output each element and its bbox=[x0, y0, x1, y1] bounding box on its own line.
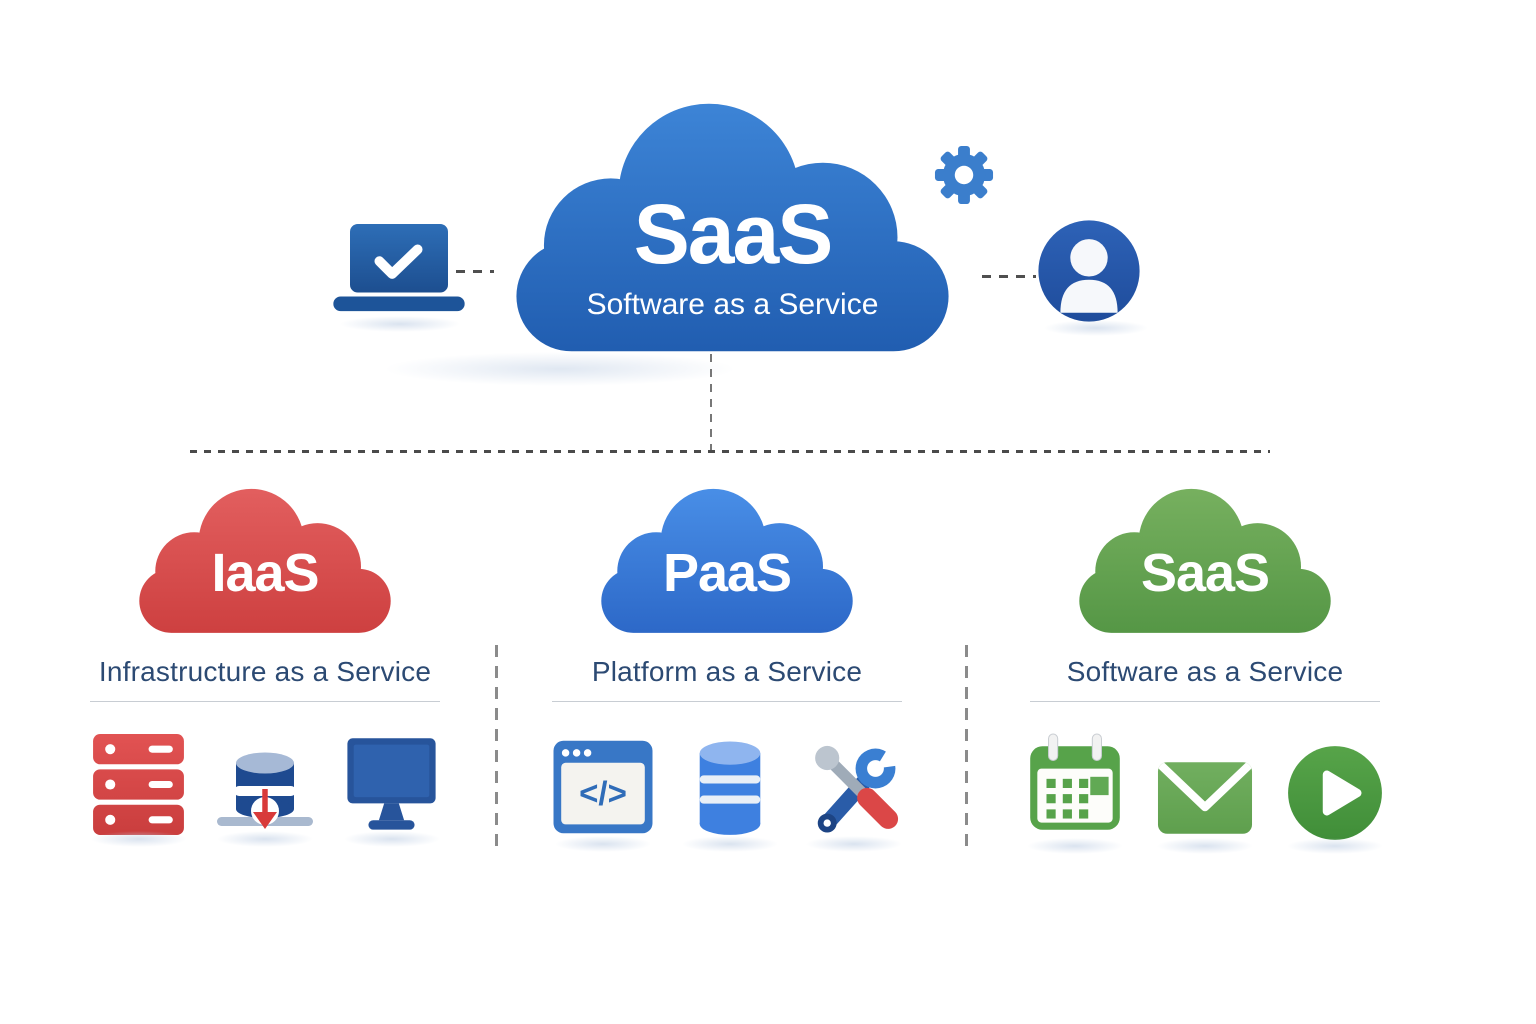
icon-cell bbox=[1024, 732, 1126, 854]
icon-cell bbox=[86, 732, 191, 847]
icon-cell bbox=[802, 737, 907, 852]
desktop-monitor-icon bbox=[347, 738, 436, 830]
icon-cell bbox=[681, 737, 778, 852]
code-glyph: </> bbox=[579, 775, 627, 812]
icon-cell bbox=[215, 737, 315, 847]
separator-iaas-paas bbox=[495, 645, 498, 853]
icon-shadow bbox=[681, 836, 778, 852]
iaas-icons-row bbox=[86, 732, 444, 847]
iaas-rule bbox=[90, 701, 440, 702]
mail-icon bbox=[1157, 762, 1253, 834]
icon-shadow bbox=[343, 831, 440, 847]
paas-cloud: PaaS bbox=[577, 482, 877, 642]
section-iaas: IaaS Infrastructure as a Service bbox=[65, 482, 465, 847]
code-window-icon: </> bbox=[553, 740, 652, 834]
main-cloud-label: SaaS bbox=[633, 187, 834, 281]
saas-rule bbox=[1030, 701, 1380, 702]
laptop-shadow bbox=[340, 316, 460, 332]
paas-icons-row: </> bbox=[548, 732, 907, 852]
iaas-sublabel: Infrastructure as a Service bbox=[98, 656, 432, 687]
saas-sublabel: Software as a Service bbox=[1066, 656, 1344, 687]
main-cloud-shadow bbox=[385, 352, 735, 386]
section-paas: PaaS Platform as a Service </> bbox=[527, 482, 927, 852]
icon-cell: </> bbox=[548, 732, 658, 852]
icon-shadow bbox=[90, 831, 187, 847]
laptop-check-icon bbox=[333, 223, 465, 312]
icon-shadow bbox=[554, 836, 651, 852]
icon-shadow bbox=[217, 831, 313, 847]
icon-cell bbox=[1284, 742, 1386, 854]
iaas-cloud: IaaS bbox=[115, 482, 415, 642]
play-icon bbox=[1288, 746, 1382, 840]
icon-shadow bbox=[1157, 838, 1253, 854]
icon-cell bbox=[1150, 752, 1260, 854]
storage-backup-icon bbox=[217, 752, 313, 829]
icon-shadow bbox=[1287, 838, 1383, 854]
saas-cloud-label: SaaS bbox=[1140, 543, 1270, 603]
section-saas: SaaS Software as a Service bbox=[1005, 482, 1405, 854]
separator-paas-saas bbox=[965, 645, 968, 853]
iaas-cloud-label: IaaS bbox=[211, 543, 319, 603]
database-icon bbox=[699, 741, 760, 835]
connector-laptop-cloud bbox=[456, 270, 494, 273]
paas-cloud-label: PaaS bbox=[662, 543, 792, 603]
server-rack-icon bbox=[93, 734, 184, 835]
calendar-icon bbox=[1030, 733, 1120, 830]
user-profile-icon bbox=[1038, 220, 1140, 322]
saas-cloud: SaaS bbox=[1055, 482, 1355, 642]
icon-cell bbox=[339, 732, 444, 847]
gear-icon bbox=[934, 145, 994, 205]
tools-icon bbox=[814, 741, 907, 833]
main-cloud-sublabel: Software as a Service bbox=[586, 288, 879, 321]
icon-shadow bbox=[1027, 838, 1123, 854]
paas-sublabel: Platform as a Service bbox=[591, 656, 863, 687]
connector-cloud-down bbox=[710, 354, 712, 452]
user-shadow bbox=[1044, 320, 1148, 336]
icon-shadow bbox=[806, 836, 902, 852]
connector-horizontal bbox=[190, 450, 1270, 453]
main-saas-cloud: SaaS Software as a Service bbox=[485, 92, 980, 367]
connector-cloud-user bbox=[982, 275, 1036, 278]
paas-rule bbox=[552, 701, 902, 702]
saas-icons-row bbox=[1024, 732, 1386, 854]
